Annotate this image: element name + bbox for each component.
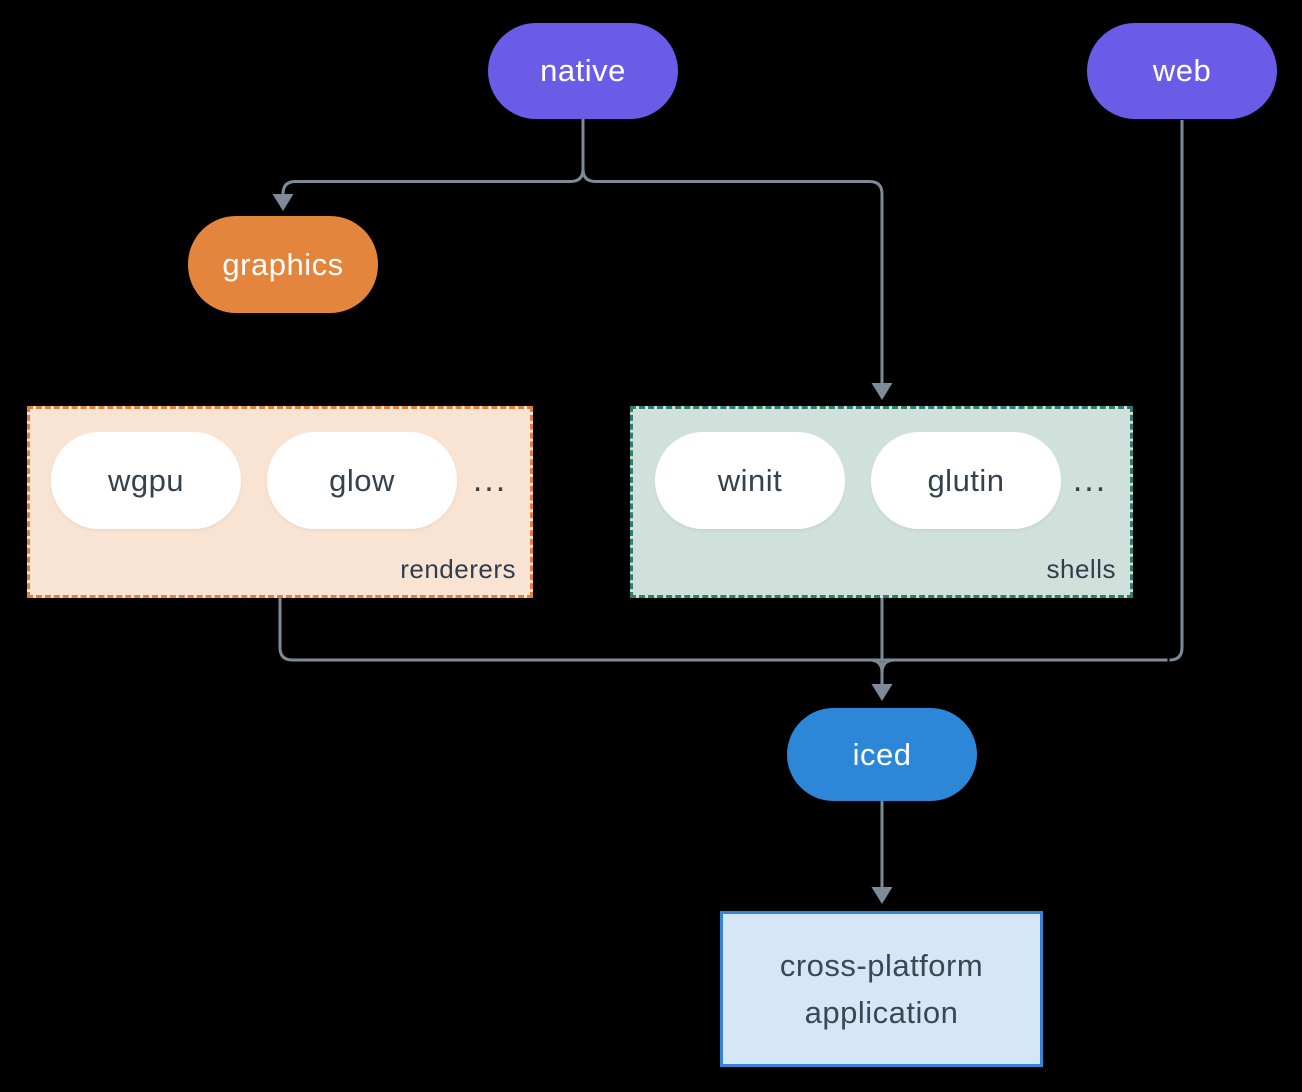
node-iced-label: iced	[852, 736, 912, 772]
shells-ellipsis: ...	[1072, 461, 1108, 499]
edge-native-to-graphics	[281, 118, 585, 196]
node-web: web	[1087, 23, 1277, 119]
renderers-ellipsis: ...	[472, 461, 508, 499]
node-graphics: graphics	[188, 216, 378, 313]
node-glow: glow	[267, 432, 457, 529]
arrowhead-shells	[871, 383, 893, 400]
node-web-label: web	[1152, 53, 1212, 88]
arrowhead-application	[871, 887, 893, 904]
node-winit-label: winit	[717, 462, 783, 498]
application-label-line1: cross-platform	[779, 948, 984, 983]
node-wgpu-label: wgpu	[107, 462, 185, 498]
node-winit: winit	[655, 432, 845, 529]
edge-web-to-merge	[1169, 120, 1184, 662]
merge-fillet-right	[880, 658, 895, 673]
node-glow-label: glow	[329, 462, 395, 498]
node-glutin: glutin	[871, 432, 1061, 529]
merge-fillet-left	[869, 658, 884, 673]
edge-native-to-shells	[581, 118, 884, 385]
shells-group-label: shells	[1046, 554, 1116, 584]
node-iced: iced	[787, 708, 977, 801]
node-glutin-label: glutin	[927, 462, 1005, 498]
arrowhead-graphics	[272, 194, 294, 211]
arrowhead-iced	[871, 684, 893, 701]
node-native: native	[488, 23, 678, 119]
renderers-group-label: renderers	[400, 554, 516, 584]
group-renderers: wgpu glow ... renderers	[27, 406, 533, 598]
edge-renderers-to-merge	[278, 598, 1168, 662]
node-native-label: native	[540, 53, 626, 88]
node-wgpu: wgpu	[51, 432, 241, 529]
group-shells: winit glutin ... shells	[630, 406, 1133, 598]
application-label-line2: application	[804, 995, 959, 1030]
node-cross-platform-application: cross-platform application	[720, 911, 1043, 1067]
node-graphics-label: graphics	[222, 246, 344, 282]
